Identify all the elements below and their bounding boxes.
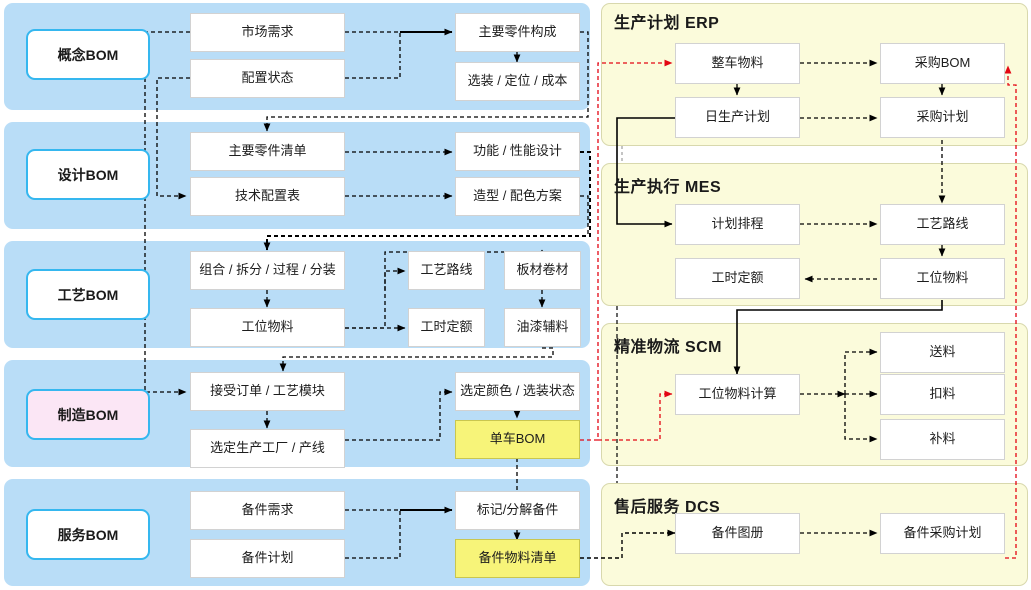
box-station-material-calculation[interactable]: 工位物料计算 [675, 374, 800, 415]
box-main-parts-list[interactable]: 主要零件清单 [190, 132, 345, 171]
box-vehicle-material[interactable]: 整车物料 [675, 43, 800, 84]
box-select-plant-line[interactable]: 选定生产工厂 / 产线 [190, 429, 345, 468]
stage-label-service-bom[interactable]: 服务BOM [26, 509, 150, 560]
box-spare-parts-demand[interactable]: 备件需求 [190, 491, 345, 530]
box-spare-parts-catalog[interactable]: 备件图册 [675, 513, 800, 554]
box-mes-station-material[interactable]: 工位物料 [880, 258, 1005, 299]
box-station-material[interactable]: 工位物料 [190, 308, 345, 347]
box-mes-standard-hours[interactable]: 工时定额 [675, 258, 800, 299]
box-market-demand[interactable]: 市场需求 [190, 13, 345, 52]
panel-title-dcs: 售后服务 DCS [614, 499, 721, 516]
box-daily-production-plan[interactable]: 日生产计划 [675, 97, 800, 138]
box-paint-auxiliary-material[interactable]: 油漆辅料 [504, 308, 581, 347]
panel-title-erp: 生产计划 ERP [614, 15, 720, 32]
box-process-route[interactable]: 工艺路线 [408, 251, 485, 290]
box-spare-parts-purchase-plan[interactable]: 备件采购计划 [880, 513, 1005, 554]
box-combine-split-process-subassembly[interactable]: 组合 / 拆分 / 过程 / 分装 [190, 251, 345, 290]
box-styling-color-scheme[interactable]: 造型 / 配色方案 [455, 177, 580, 216]
stage-label-manufacturing-bom[interactable]: 制造BOM [26, 389, 150, 440]
box-select-color-option-status[interactable]: 选定颜色 / 选装状态 [455, 372, 580, 411]
box-mes-process-route[interactable]: 工艺路线 [880, 204, 1005, 245]
box-sheet-coil-material[interactable]: 板材卷材 [504, 251, 581, 290]
box-standard-hours[interactable]: 工时定额 [408, 308, 485, 347]
box-purchase-bom[interactable]: 采购BOM [880, 43, 1005, 84]
box-technical-config-table[interactable]: 技术配置表 [190, 177, 345, 216]
box-deduct-material[interactable]: 扣料 [880, 374, 1005, 415]
panel-title-scm: 精准物流 SCM [614, 339, 723, 356]
box-mark-decompose-spare-parts[interactable]: 标记/分解备件 [455, 491, 580, 530]
box-accept-order-process-module[interactable]: 接受订单 / 工艺模块 [190, 372, 345, 411]
stage-label-concept-bom[interactable]: 概念BOM [26, 29, 150, 80]
box-main-parts-composition[interactable]: 主要零件构成 [455, 13, 580, 52]
box-function-performance-design[interactable]: 功能 / 性能设计 [455, 132, 580, 171]
box-spare-parts-bom-list[interactable]: 备件物料清单 [455, 539, 580, 578]
box-plan-scheduling[interactable]: 计划排程 [675, 204, 800, 245]
box-purchase-plan[interactable]: 采购计划 [880, 97, 1005, 138]
box-configuration-status[interactable]: 配置状态 [190, 59, 345, 98]
box-delivery-material[interactable]: 送料 [880, 332, 1005, 373]
stage-label-process-bom[interactable]: 工艺BOM [26, 269, 150, 320]
box-single-vehicle-bom[interactable]: 单车BOM [455, 420, 580, 459]
box-spare-parts-plan[interactable]: 备件计划 [190, 539, 345, 578]
panel-title-mes: 生产执行 MES [614, 179, 722, 196]
box-option-position-cost[interactable]: 选装 / 定位 / 成本 [455, 62, 580, 101]
box-replenish-material[interactable]: 补料 [880, 419, 1005, 460]
stage-label-design-bom[interactable]: 设计BOM [26, 149, 150, 200]
